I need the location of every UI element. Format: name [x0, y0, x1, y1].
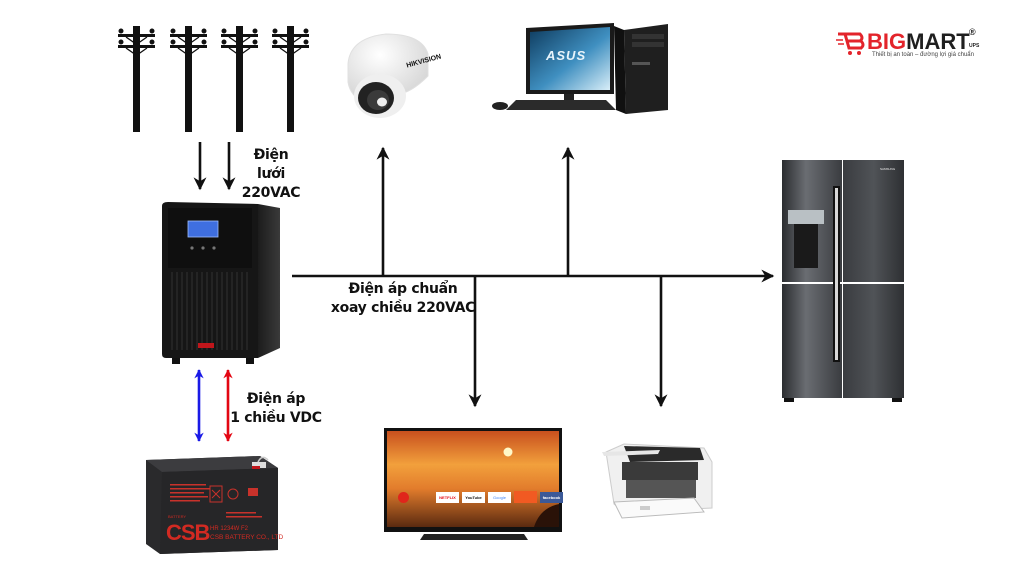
- tv-home-icon[interactable]: [398, 491, 409, 503]
- grid-input-label: Điện lưới 220VAC: [238, 146, 304, 203]
- tv-app-facebook[interactable]: facebook: [540, 491, 563, 503]
- battery-device: CSB BATTERY HR 1234W F2 CSB BATTERY CO.,…: [140, 452, 284, 556]
- battery-brand: CSB: [166, 520, 210, 545]
- ac-output-label: Điện áp chuẩn xoay chiều 220VAC: [330, 280, 476, 318]
- refrigerator-brand: SAMSUNG: [880, 167, 896, 171]
- brand-name-big: BIG: [867, 29, 907, 54]
- ups-lcd-screen: [187, 220, 219, 238]
- tv-app-google[interactable]: Google: [488, 491, 511, 503]
- brand-name-mart: MART: [906, 29, 970, 54]
- dc-label: Điện áp 1 chiều VDC: [228, 390, 324, 428]
- printer-device: [602, 443, 713, 519]
- computer-device: ASUS: [486, 18, 676, 118]
- tv-app-youtube[interactable]: YouTube: [462, 491, 485, 503]
- brand-logo: BIGMART ® UPS Thiết bị an toàn – đường l…: [836, 27, 986, 64]
- utility-poles: [118, 26, 309, 132]
- tv-app-music[interactable]: [514, 491, 537, 503]
- ac-output-label-line1: Điện áp chuẩn: [348, 281, 458, 297]
- tv-app-netflix[interactable]: NETFLIX: [436, 491, 459, 503]
- battery-tag: BATTERY: [168, 514, 187, 519]
- brand-registered: ®: [969, 27, 976, 37]
- utility-pole-icon: [170, 26, 207, 132]
- dc-label-line2: 1 chiều VDC: [230, 410, 322, 426]
- ac-output-label-line2: xoay chiều 220VAC: [330, 300, 476, 316]
- ups-button[interactable]: [190, 246, 194, 250]
- computer-brand: ASUS: [546, 48, 587, 63]
- tv-app-row: NETFLIX YouTube Google facebook: [398, 490, 563, 504]
- ups-button[interactable]: [212, 246, 216, 250]
- ups-device: [162, 202, 280, 364]
- brand-tagline: Thiết bị an toàn – đường lợi giá chuẩn: [872, 52, 974, 58]
- grid-input-label-line2: 220VAC: [241, 185, 301, 201]
- camera-device: HIKVISION: [336, 24, 442, 124]
- brand-suffix: UPS: [969, 43, 980, 49]
- ups-button[interactable]: [201, 246, 205, 250]
- utility-pole-icon: [118, 26, 155, 132]
- battery-model: HR 1234W F2: [210, 526, 249, 532]
- refrigerator-device: SAMSUNG: [780, 158, 906, 404]
- battery-maker: CSB BATTERY CO., LTD: [210, 534, 284, 541]
- grid-input-label-line1: Điện lưới: [253, 147, 289, 182]
- utility-pole-icon: [272, 26, 309, 132]
- tv-device: NETFLIX YouTube Google facebook: [384, 428, 564, 542]
- utility-pole-icon: [221, 26, 258, 132]
- cart-icon: [836, 32, 865, 55]
- dc-label-line1: Điện áp: [246, 391, 306, 407]
